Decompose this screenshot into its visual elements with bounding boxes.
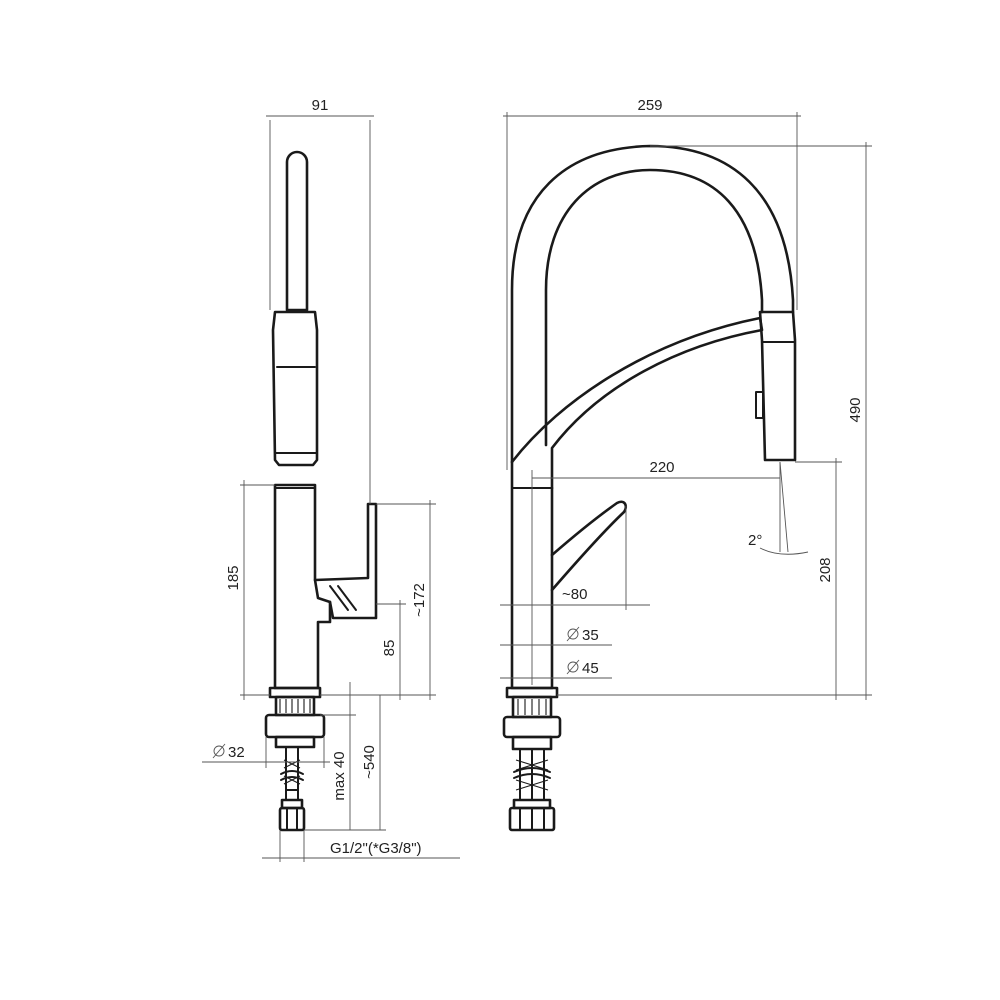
side-flange: [268, 686, 322, 699]
dim-45-diameter-symbol: [566, 659, 580, 675]
dim-40-label: max 40: [331, 751, 348, 800]
front-head-button: [755, 391, 764, 419]
side-hose-crimp: [285, 789, 299, 801]
side-view: [264, 150, 378, 832]
front-spout-arm: [510, 316, 764, 490]
side-hose-break: [280, 770, 304, 781]
side-body: [273, 483, 332, 690]
side-mount-washer: [274, 735, 316, 749]
dim-thread-label: G1/2"(*G3/8"): [330, 840, 422, 857]
spray-angle-line: [779, 461, 789, 553]
side-mount-nut: [264, 713, 326, 739]
dim-45-label: 45: [582, 660, 599, 677]
dim-85-label: 85: [381, 640, 398, 657]
dim-490-label: 490: [847, 397, 864, 422]
front-hose-break: [513, 767, 551, 779]
side-mount-top: [274, 695, 316, 717]
side-lever-hatch: [329, 585, 349, 611]
front-view: [502, 144, 797, 832]
dim-35-diameter-symbol: [566, 626, 580, 642]
front-spray-head: [758, 310, 797, 462]
dim-185-label: 185: [225, 565, 242, 590]
dim-172-label: ~172: [411, 583, 428, 617]
dim-91-label: 91: [312, 97, 329, 114]
side-hose: [285, 746, 299, 801]
dim-32-label: 32: [228, 744, 245, 761]
front-mount-nut: [502, 715, 562, 739]
dim-540-label: ~540: [361, 745, 378, 779]
side-wand: [285, 150, 309, 312]
side-dimensions: 91 185 ~172 85 32 max 40 ~540: [202, 97, 460, 862]
dim-80-label: ~80: [562, 586, 587, 603]
side-spray-head: [271, 310, 319, 467]
dim-32-diameter-symbol: [212, 743, 226, 759]
front-mount-washer: [511, 735, 553, 751]
front-flange: [505, 686, 559, 699]
front-hose-braid: [515, 759, 549, 791]
front-spout-inner: [544, 168, 764, 447]
side-lever-hatch-2: [337, 585, 357, 611]
front-dimensions: 259 490 220 2° 208 ~80 35: [500, 97, 872, 700]
front-lever: [550, 500, 628, 592]
dim-208-label: 208: [817, 557, 834, 582]
dim-angle-arc: [759, 547, 809, 555]
dim-35-label: 35: [582, 627, 599, 644]
side-hose-braid: [283, 759, 301, 785]
dim-angle-label: 2°: [748, 532, 762, 549]
dim-259-label: 259: [637, 97, 662, 114]
side-hose-fitting: [278, 806, 306, 832]
dim-220-label: 220: [649, 459, 674, 476]
front-spout-outer: [510, 144, 795, 464]
